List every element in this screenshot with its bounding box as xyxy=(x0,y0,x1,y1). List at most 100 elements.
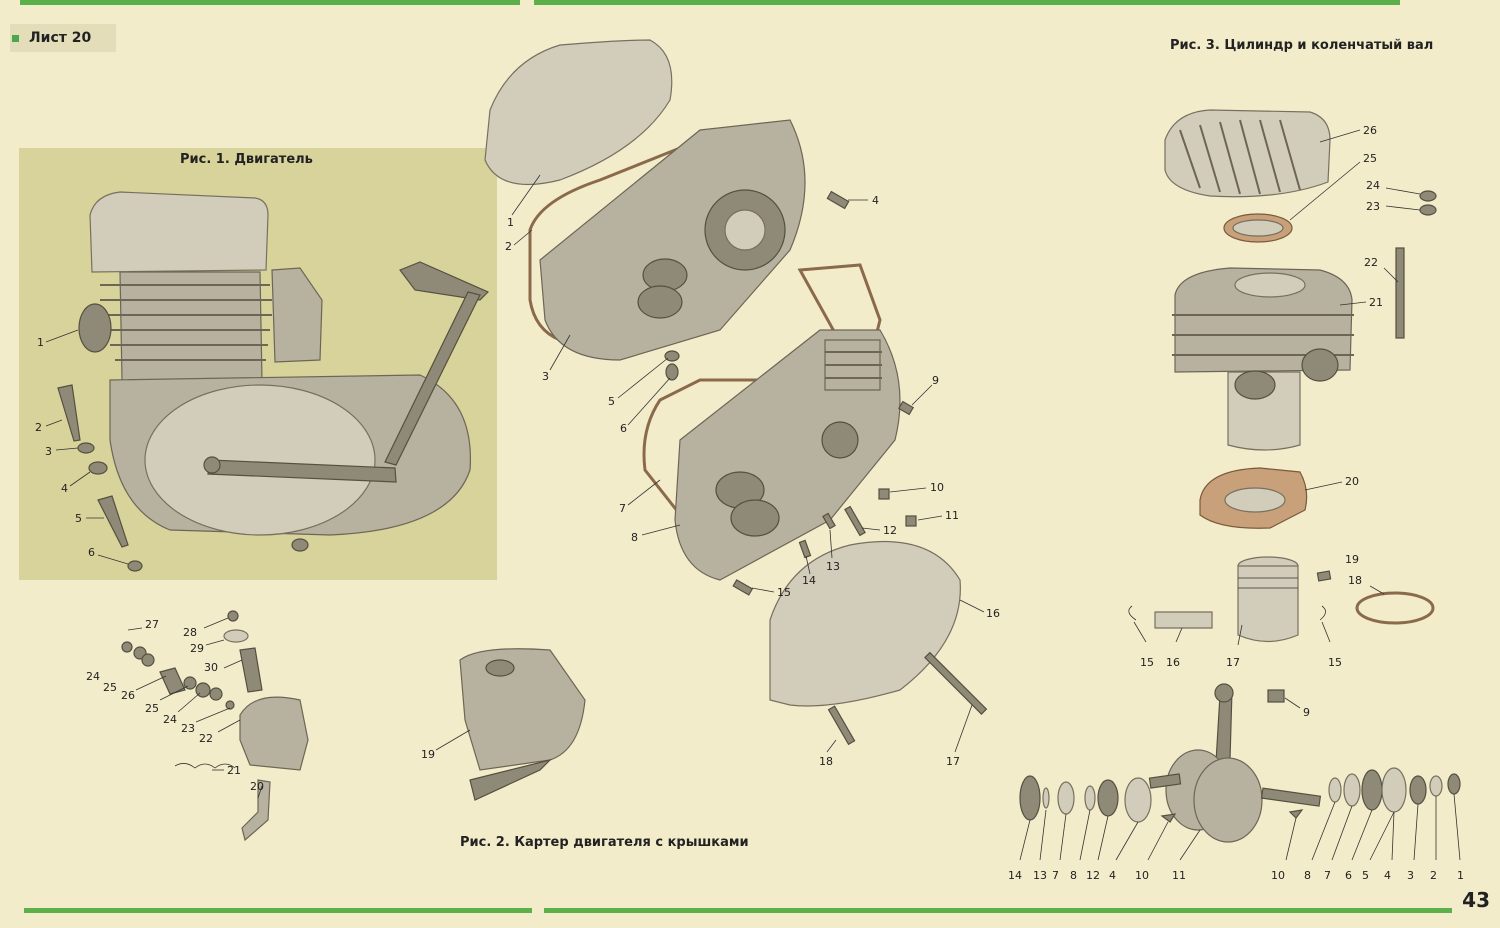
crankcase-cover-right xyxy=(769,540,961,707)
figure-1-callouts: 1 2 3 4 5 6 xyxy=(35,329,129,565)
fig3-label-7a: 7 xyxy=(1052,869,1059,882)
fig3-label-11: 11 xyxy=(1172,869,1186,882)
fig2-label-1: 1 xyxy=(507,216,514,229)
fig2-label-24b: 24 xyxy=(86,670,100,683)
kickstart-housing xyxy=(459,648,586,801)
stud xyxy=(1395,247,1405,339)
crankcase-right-half xyxy=(674,329,901,581)
fig3-label-8a: 8 xyxy=(1070,869,1077,882)
fig2-label-17: 17 xyxy=(946,755,960,768)
fig2-label-11: 11 xyxy=(945,509,959,522)
fig3-label-22: 22 xyxy=(1364,256,1378,269)
kickstart-parts xyxy=(121,610,309,842)
fig3-label-19: 19 xyxy=(1345,553,1359,566)
fig2-label-25: 25 xyxy=(145,702,159,715)
piston xyxy=(1237,556,1299,643)
crankshaft xyxy=(1148,683,1322,843)
fig2-label-3: 3 xyxy=(542,370,549,383)
fig2-label-28: 28 xyxy=(183,626,197,639)
figure-2-callouts: 1 2 3 4 5 6 7 8 9 10 11 12 13 14 15 16 1… xyxy=(86,174,1000,799)
fig3-label-25: 25 xyxy=(1363,152,1377,165)
piston-ring xyxy=(1355,591,1435,625)
fig3-label-4a: 4 xyxy=(1109,869,1116,882)
fig3-label-2: 2 xyxy=(1430,869,1437,882)
fig3-label-16: 16 xyxy=(1166,656,1180,669)
fig2-label-25b: 25 xyxy=(103,681,117,694)
figure-2-title: Рис. 2. Картер двигателя с крышками xyxy=(460,835,749,850)
sheet-marker-icon xyxy=(12,34,19,42)
fig2-label-6: 6 xyxy=(620,422,627,435)
fig1-label-6: 6 xyxy=(88,546,95,559)
fig3-label-4b: 4 xyxy=(1384,869,1391,882)
cylinder-head xyxy=(1164,109,1331,198)
fig2-label-14: 14 xyxy=(802,574,816,587)
fig3-label-1: 1 xyxy=(1457,869,1464,882)
sheet-label-text: Лист 20 xyxy=(29,30,92,46)
fig3-label-10b: 10 xyxy=(1271,869,1285,882)
page-number: 43 xyxy=(1462,888,1490,912)
bottom-green-bar-right xyxy=(544,908,1452,913)
fig2-label-8: 8 xyxy=(631,531,638,544)
cylinder xyxy=(1172,267,1354,451)
fig3-label-15a: 15 xyxy=(1140,656,1154,669)
fig3-label-6: 6 xyxy=(1345,869,1352,882)
sheet-label: Лист 20 xyxy=(10,24,116,52)
nut xyxy=(1419,204,1437,216)
fig2-label-2: 2 xyxy=(505,240,512,253)
fig3-label-5: 5 xyxy=(1362,869,1369,882)
fig1-label-5: 5 xyxy=(75,512,82,525)
circlip-right xyxy=(1319,605,1326,621)
fig2-label-29: 29 xyxy=(190,642,204,655)
fig3-label-18: 18 xyxy=(1348,574,1362,587)
fig2-label-16: 16 xyxy=(986,607,1000,620)
fig2-label-9: 9 xyxy=(932,374,939,387)
fig2-label-13: 13 xyxy=(826,560,840,573)
fig1-label-3: 3 xyxy=(45,445,52,458)
engine-fasteners xyxy=(57,384,143,572)
fig2-label-5: 5 xyxy=(608,395,615,408)
fig2-label-12: 12 xyxy=(883,524,897,537)
fig3-label-10a: 10 xyxy=(1135,869,1149,882)
fig2-label-20: 20 xyxy=(250,780,264,793)
piston-pin xyxy=(1154,611,1213,629)
fig3-label-21: 21 xyxy=(1369,296,1383,309)
fig2-label-30: 30 xyxy=(204,661,218,674)
crankcase-cover-left xyxy=(484,39,673,186)
fig2-label-19: 19 xyxy=(421,748,435,761)
fig2-label-18: 18 xyxy=(819,755,833,768)
fig3-label-7b: 7 xyxy=(1324,869,1331,882)
crankcase-left-half xyxy=(539,119,806,361)
fig2-label-27: 27 xyxy=(145,618,159,631)
bottom-green-bar-left xyxy=(24,908,532,913)
needle-bearing xyxy=(1267,689,1285,703)
figure-3-title: Рис. 3. Цилиндр и коленчатый вал xyxy=(1170,38,1434,53)
ring-lock xyxy=(1316,570,1332,582)
circlip-left xyxy=(1128,605,1137,621)
fig2-label-15: 15 xyxy=(777,586,791,599)
fig3-label-14: 14 xyxy=(1008,869,1022,882)
top-green-bar-right xyxy=(534,0,1400,5)
fig3-label-15b: 15 xyxy=(1328,656,1342,669)
fig2-label-7: 7 xyxy=(619,502,626,515)
fig2-label-10: 10 xyxy=(930,481,944,494)
fig3-label-12: 12 xyxy=(1086,869,1100,882)
figure-3-callouts: 26 25 24 23 22 21 20 19 18 17 16 15 15 9… xyxy=(1008,124,1464,882)
fig1-label-2: 2 xyxy=(35,421,42,434)
washer xyxy=(1419,190,1437,202)
crankshaft-bearings xyxy=(1019,767,1461,823)
fig2-label-26: 26 xyxy=(121,689,135,702)
fig3-label-24: 24 xyxy=(1366,179,1380,192)
figure-1-title: Рис. 1. Двигатель xyxy=(180,152,313,167)
fig2-label-24: 24 xyxy=(163,713,177,726)
fig2-label-4: 4 xyxy=(872,194,879,207)
fig3-label-23: 23 xyxy=(1366,200,1380,213)
fig3-label-9: 9 xyxy=(1303,706,1310,719)
crankcase-fasteners xyxy=(664,190,988,746)
fig2-label-22: 22 xyxy=(199,732,213,745)
engine-illustration xyxy=(78,191,490,552)
fig3-label-20: 20 xyxy=(1345,475,1359,488)
fig1-label-4: 4 xyxy=(61,482,68,495)
fig3-label-8b: 8 xyxy=(1304,869,1311,882)
